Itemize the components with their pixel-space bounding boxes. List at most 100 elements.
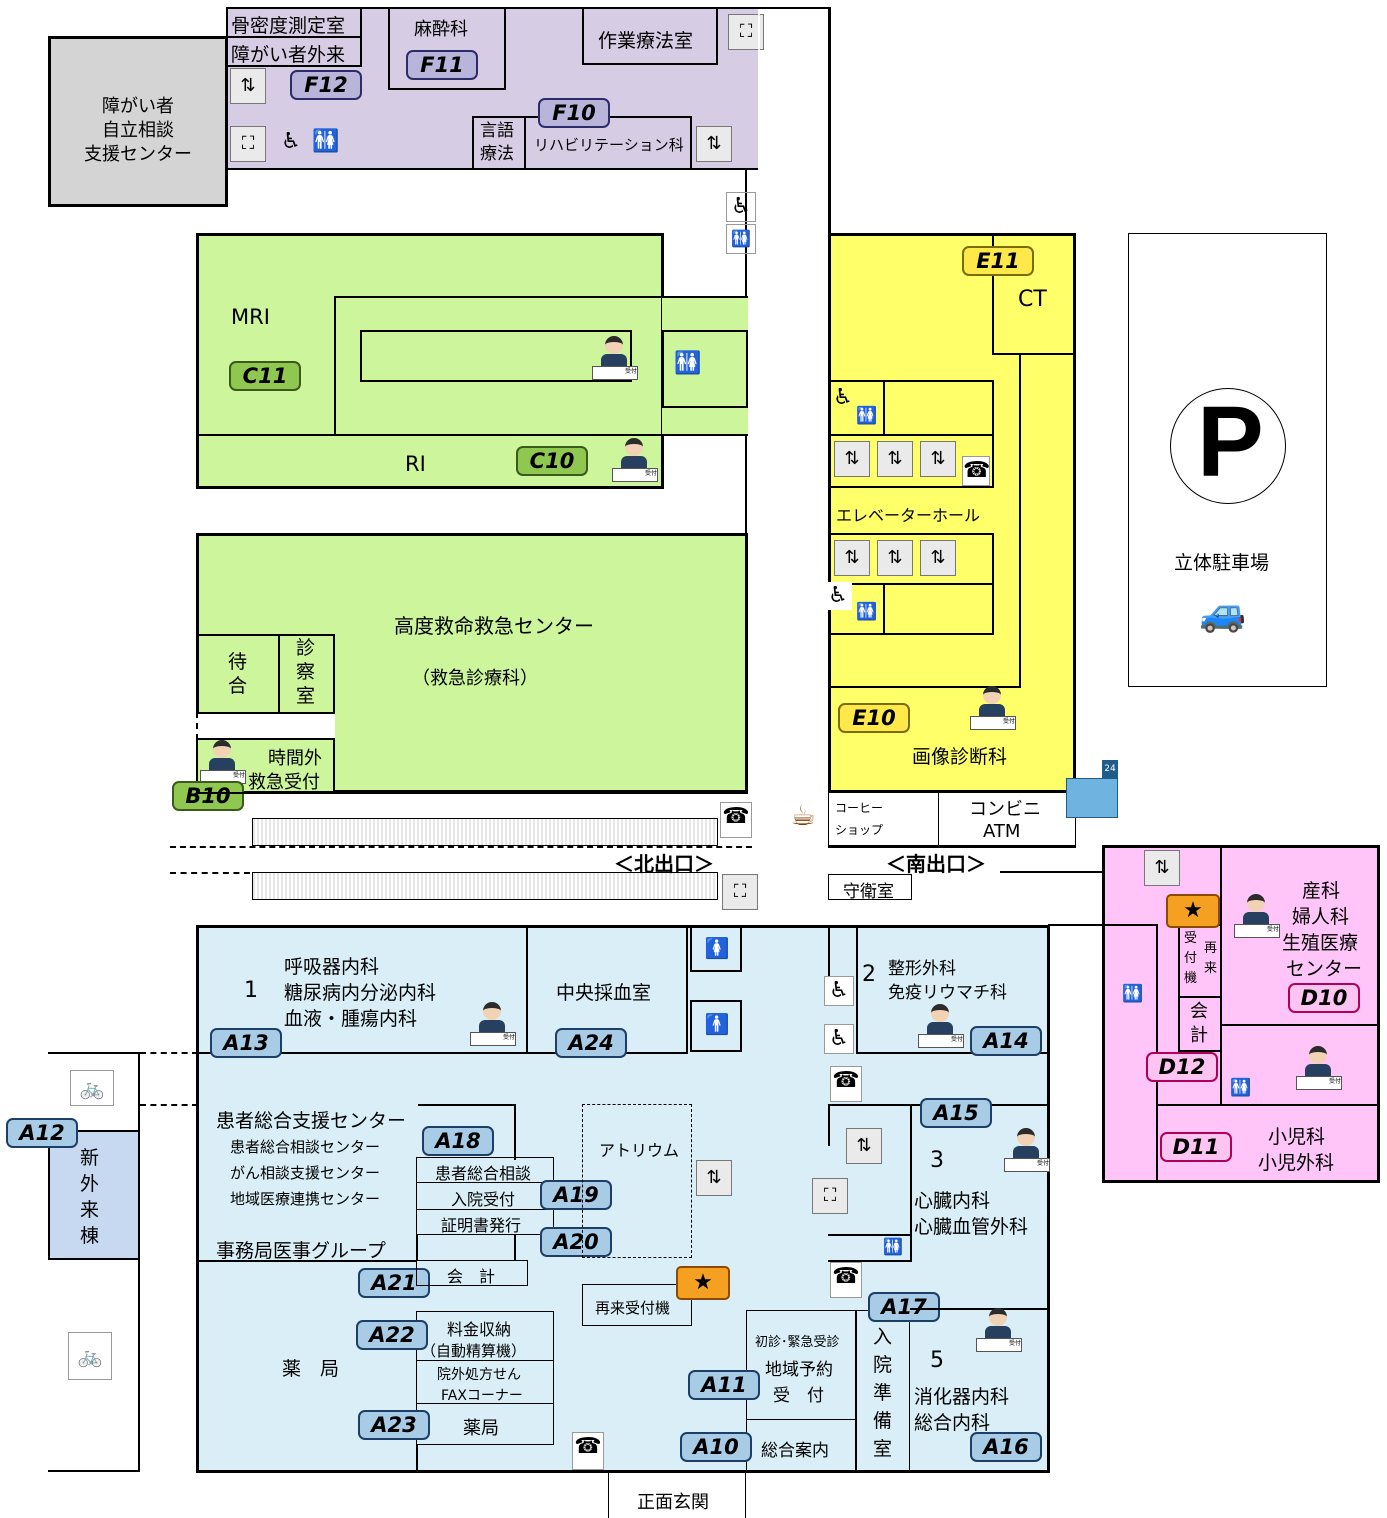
prescription-label-1: 院外処方せん <box>437 1367 521 1383</box>
badge-e10[interactable]: E10 <box>838 703 910 733</box>
badge-b10[interactable]: B10 <box>172 781 244 811</box>
atrium[interactable]: アトリウム <box>582 1104 692 1258</box>
wall <box>48 1052 140 1054</box>
restroom-men-icon: 🚹 <box>704 1012 730 1036</box>
badge-d11[interactable]: D11 <box>1160 1132 1232 1162</box>
parking-label: 立体駐車場 <box>1174 552 1270 574</box>
regional-reservation-desk[interactable]: 初診･緊急受診 地域予約 受 付 <box>746 1310 856 1420</box>
revisit-char: 再 <box>1204 941 1218 956</box>
regional-label-2: 受 付 <box>773 1386 824 1406</box>
badge-c10[interactable]: C10 <box>516 446 588 476</box>
badge-f10[interactable]: F10 <box>538 98 610 128</box>
badge-a16[interactable]: A16 <box>970 1432 1042 1462</box>
entrance[interactable]: 正面玄関 <box>608 1472 746 1518</box>
corridor-bench <box>252 872 718 900</box>
regional-liaison-label: 地域医療連携センター <box>230 1190 381 1208</box>
elevator-icon: ⇅ <box>1144 850 1180 886</box>
e-area <box>828 233 1076 793</box>
badge-a14[interactable]: A14 <box>970 1026 1042 1056</box>
shinkai-char: 棟 <box>80 1225 100 1247</box>
wall <box>1102 924 1158 926</box>
corridor-dashline <box>170 872 250 874</box>
anesthesia-room[interactable]: 麻酔科 <box>388 7 506 90</box>
ct-room[interactable]: CT <box>992 233 1076 355</box>
wall <box>883 380 885 436</box>
badge-a10[interactable]: A10 <box>680 1432 752 1462</box>
wall <box>910 1308 1050 1310</box>
parking-structure[interactable]: P 立体駐車場 🚙 <box>1128 233 1327 687</box>
speech-therapy-label-2: 療法 <box>480 144 514 164</box>
badge-f11[interactable]: F11 <box>406 50 478 80</box>
accounting-counter[interactable]: 会 計 <box>416 1260 528 1286</box>
fee-collection-counter[interactable]: 料金収納 （自動精算機） <box>416 1311 554 1361</box>
revisit-machine-star-d[interactable]: ★ <box>1166 894 1220 928</box>
wall <box>1019 355 1021 687</box>
hematology-label: 血液・腫瘍内科 <box>284 1008 418 1030</box>
wall <box>48 1470 140 1472</box>
fee-label-2: （自動精算機） <box>421 1342 527 1360</box>
badge-a24[interactable]: A24 <box>555 1028 627 1058</box>
c-area-east <box>662 296 748 434</box>
wall <box>856 1052 1048 1054</box>
wheelchair-icon: ♿ <box>726 192 756 222</box>
wall <box>828 7 831 235</box>
shinkai-char: 来 <box>80 1199 100 1221</box>
d-accounting[interactable]: 会 計 <box>1178 996 1222 1052</box>
wall <box>686 928 688 1054</box>
badge-a17[interactable]: A17 <box>868 1292 940 1322</box>
south-exit-label: ＜南出口＞ <box>886 852 986 876</box>
obstetrics-label-2: 婦人科 <box>1292 906 1350 928</box>
phone-icon: ☎ <box>830 1066 862 1102</box>
badge-a13[interactable]: A13 <box>210 1028 282 1058</box>
revisit-machine[interactable]: 再来受付機 <box>582 1284 692 1326</box>
admission-counter[interactable]: 入院受付 <box>416 1182 554 1210</box>
revisit-char: 来 <box>1204 961 1218 976</box>
rehabilitation-label: リハビリテーション科 <box>534 136 684 154</box>
badge-c11[interactable]: C11 <box>229 361 301 391</box>
exam-room[interactable]: 診 察 室 <box>278 634 335 714</box>
disability-outpatient-room[interactable]: 障がい者外来 <box>226 36 362 67</box>
badge-e11[interactable]: E11 <box>962 246 1034 276</box>
occupational-therapy-label: 作業療法室 <box>598 30 694 52</box>
info-desk[interactable]: 総合案内 <box>746 1420 856 1472</box>
badge-a12[interactable]: A12 <box>6 1118 78 1148</box>
badge-a23[interactable]: A23 <box>358 1410 430 1440</box>
revisit-machine-star-a[interactable]: ★ <box>676 1266 730 1300</box>
patient-consult-counter[interactable]: 患者総合相談 <box>416 1157 554 1183</box>
badge-a19[interactable]: A19 <box>540 1180 612 1210</box>
bone-density-room[interactable]: 骨密度測定室 <box>226 7 362 38</box>
waiting-label-1: 待 <box>228 651 248 673</box>
badge-a21[interactable]: A21 <box>358 1268 430 1298</box>
disability-support-center[interactable]: 障がい者 自立相談 支援センター <box>48 36 228 207</box>
guard-room[interactable]: 守衛室 <box>828 874 912 902</box>
wall <box>416 1234 418 1260</box>
badge-a11[interactable]: A11 <box>688 1370 760 1400</box>
wall <box>514 1104 516 1160</box>
shinkai-building[interactable]: 新 外 来 棟 <box>48 1130 140 1260</box>
badge-f12[interactable]: F12 <box>290 70 362 100</box>
pharmacy-counter[interactable]: 薬局 <box>416 1403 554 1445</box>
e-elevator-bank-upper <box>828 434 994 488</box>
parking-icon: P <box>1170 386 1286 504</box>
badge-d10[interactable]: D10 <box>1288 983 1360 1013</box>
orthopedics-label: 整形外科 <box>888 959 956 979</box>
badge-a15[interactable]: A15 <box>920 1098 992 1128</box>
convenience-store[interactable]: コンビニ ATM <box>938 792 1076 846</box>
badge-a18[interactable]: A18 <box>422 1126 494 1156</box>
speech-therapy-room[interactable]: 言語 療法 <box>472 116 526 170</box>
occupational-therapy-room[interactable]: 作業療法室 <box>582 7 718 65</box>
exam-label-1: 診 <box>296 637 316 659</box>
admission-prep-room[interactable]: 入 院 準 備 室 <box>856 1310 910 1472</box>
coffee-shop[interactable]: コーヒー ショップ <box>828 792 940 846</box>
wall <box>416 1444 418 1472</box>
certificate-counter[interactable]: 証明書発行 <box>416 1209 554 1235</box>
rheumatology-label: 免疫リウマチ科 <box>888 983 1007 1003</box>
corridor-line <box>1000 871 1104 873</box>
prescription-fax-corner[interactable]: 院外処方せん FAXコーナー <box>416 1360 554 1404</box>
badge-a22[interactable]: A22 <box>356 1320 428 1350</box>
waiting-room[interactable]: 待 合 <box>196 634 280 714</box>
d-reception-machine[interactable]: 受 付 機 再 来 <box>1178 924 1222 998</box>
badge-a20[interactable]: A20 <box>540 1227 612 1257</box>
elevator-icon: ⇅ <box>846 1128 882 1164</box>
badge-d12[interactable]: D12 <box>1146 1052 1218 1082</box>
